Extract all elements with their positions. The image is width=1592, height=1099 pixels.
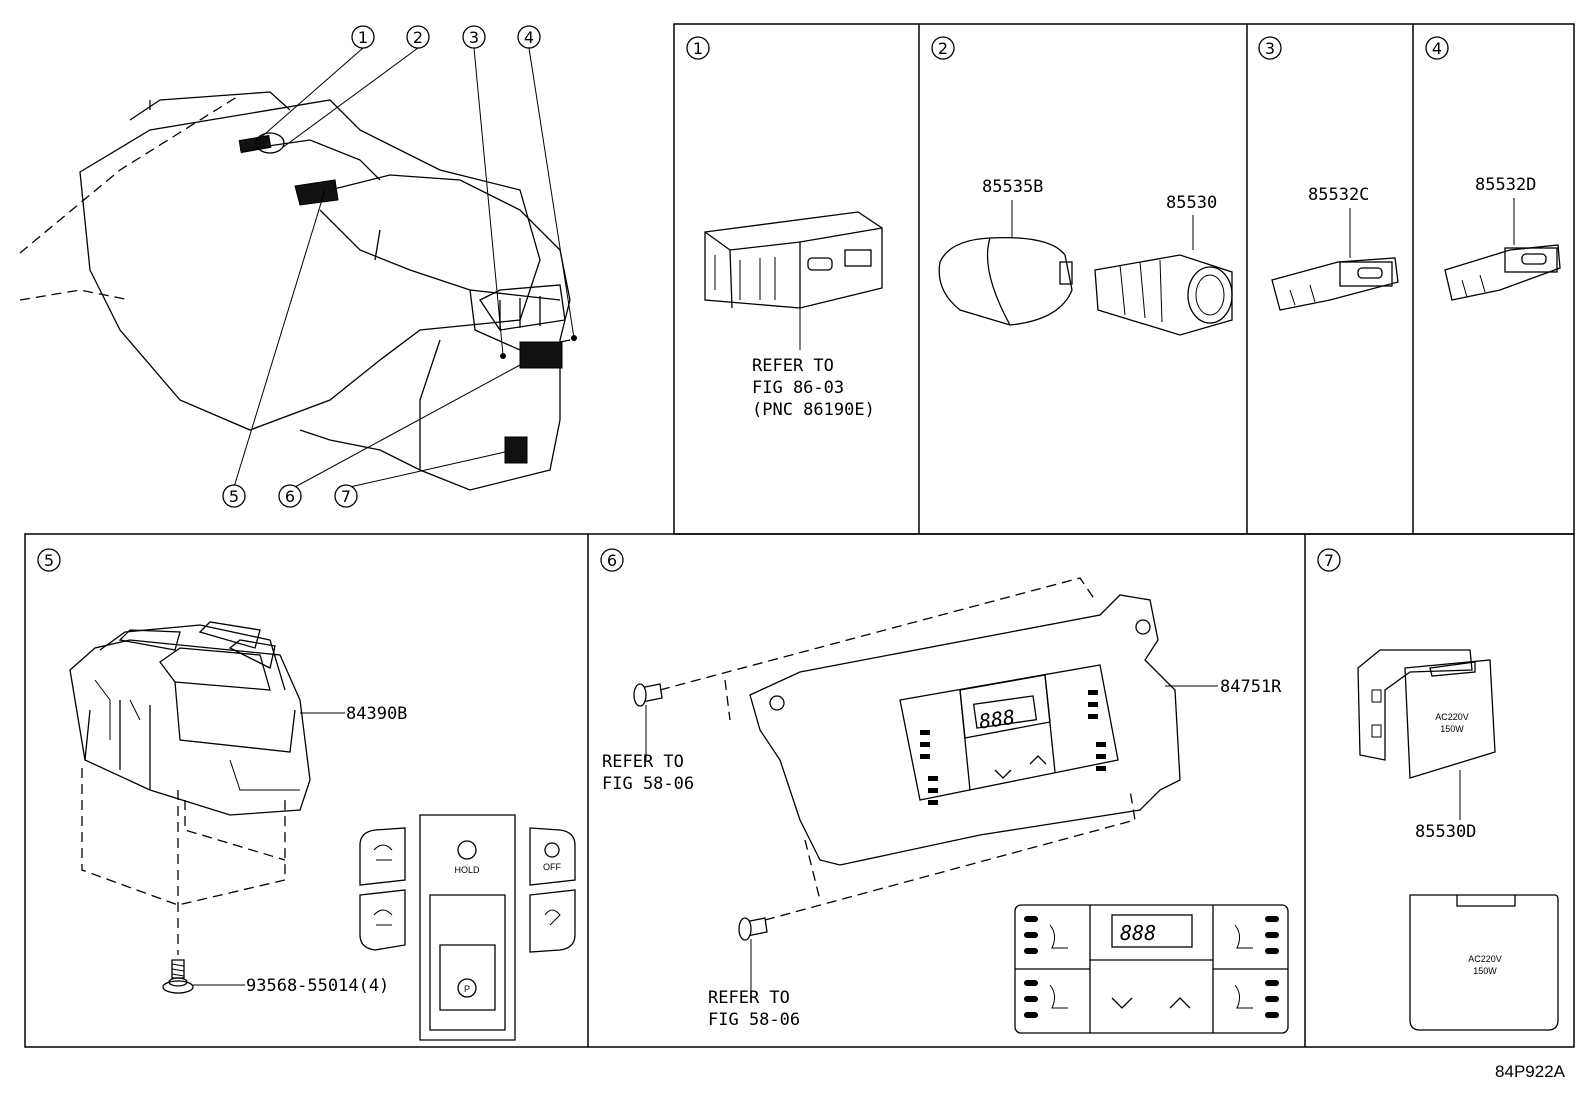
- panel-7-rating-3d-line-2: 150W: [1440, 724, 1464, 734]
- part-85532C: 85532C: [1308, 185, 1369, 205]
- panel-7-rating-3d-line-1: AC220V: [1435, 712, 1469, 722]
- callout-6: 6: [278, 484, 302, 508]
- svg-text:6: 6: [285, 487, 295, 506]
- callout-2: 2: [406, 25, 430, 49]
- callout-7: 7: [334, 484, 358, 508]
- panel-7-rating-detail-line-1: AC220V: [1468, 954, 1502, 964]
- panel-6-climate-control: 6 888 84751R REFER TO FIG 58-06: [600, 548, 1289, 1034]
- panel-2-power-outlet: 2 85535B 85530: [931, 36, 1233, 336]
- svg-text:1: 1: [693, 39, 703, 58]
- climate-faceplate: 888: [1014, 904, 1289, 1034]
- svg-text:7: 7: [1324, 551, 1334, 570]
- panel-6-ref-b-line-1: REFER TO: [708, 988, 790, 1008]
- svg-text:2: 2: [413, 28, 423, 47]
- panel-2-callout: 2: [931, 36, 955, 60]
- overview-callouts: 1 2 3 4 5 6 7: [222, 25, 541, 508]
- panel-7-rating-detail-line-2: 150W: [1473, 966, 1497, 976]
- panel-4-callout: 4: [1425, 36, 1449, 60]
- callout-1: 1: [351, 25, 375, 49]
- panel-7-ac-outlet: 7 AC220V 150W 85530D AC220V 150W: [1317, 548, 1559, 1031]
- svg-text:7: 7: [341, 487, 351, 506]
- panel-1-ref-line-1: REFER TO: [752, 356, 834, 376]
- part-85530: 85530: [1166, 193, 1217, 213]
- panel-3-callout: 3: [1258, 36, 1282, 60]
- svg-text:3: 3: [469, 28, 479, 47]
- callout-5: 5: [222, 484, 246, 508]
- panel-frames: [24, 23, 1575, 1048]
- part-93568-55014: 93568-55014(4): [246, 976, 389, 996]
- part-84751R: 84751R: [1220, 677, 1282, 697]
- panel-1-usb-socket: 1 REFER TO FIG 86-03 (PNC 86190E): [686, 36, 883, 420]
- panel-6-ref-b-line-2: FIG 58-06: [708, 1010, 800, 1030]
- part-85532D: 85532D: [1475, 175, 1536, 195]
- panel-1-ref-line-3: (PNC 86190E): [752, 400, 875, 420]
- panel-1-ref-line-2: FIG 86-03: [752, 378, 844, 398]
- panel-5-callout: 5: [37, 548, 61, 572]
- svg-text:6: 6: [607, 551, 617, 570]
- part-84390B: 84390B: [346, 704, 407, 724]
- console-overview: [19, 47, 577, 491]
- svg-text:4: 4: [524, 28, 534, 47]
- seat-heat-leds: [920, 690, 1106, 805]
- hold-label: HOLD: [454, 865, 480, 875]
- panel-7-callout: 7: [1317, 548, 1341, 572]
- off-label: OFF: [543, 862, 561, 872]
- panel-6-callout: 6: [600, 548, 624, 572]
- figure-code: 84P922A: [1495, 1062, 1566, 1081]
- panel-5-switch-assembly: 5 84390B 93568-55014(4) P: [37, 548, 576, 1041]
- panel-6-display-detail: 888: [1120, 921, 1156, 945]
- panel-1-callout: 1: [686, 36, 710, 60]
- faceplate-leds: [1024, 916, 1279, 1018]
- svg-text:5: 5: [44, 551, 54, 570]
- panel-6-ref-a-line-1: REFER TO: [602, 752, 684, 772]
- panel-4-usb-port: 4 85532D: [1425, 36, 1561, 301]
- panel-6-display-3d: 888: [977, 705, 1016, 734]
- svg-text:5: 5: [229, 487, 239, 506]
- svg-text:2: 2: [938, 39, 948, 58]
- svg-text:4: 4: [1432, 39, 1442, 58]
- svg-text:3: 3: [1265, 39, 1275, 58]
- callout-4: 4: [517, 25, 541, 49]
- park-symbol: P: [464, 984, 470, 994]
- part-85535B: 85535B: [982, 177, 1043, 197]
- switch-faceplate: P HOLD OFF: [359, 814, 576, 1041]
- part-85530D: 85530D: [1415, 822, 1476, 842]
- callout-3: 3: [462, 25, 486, 49]
- panel-3-usb-port: 3 85532C: [1258, 36, 1399, 311]
- panel-6-ref-a-line-2: FIG 58-06: [602, 774, 694, 794]
- svg-text:1: 1: [358, 28, 368, 47]
